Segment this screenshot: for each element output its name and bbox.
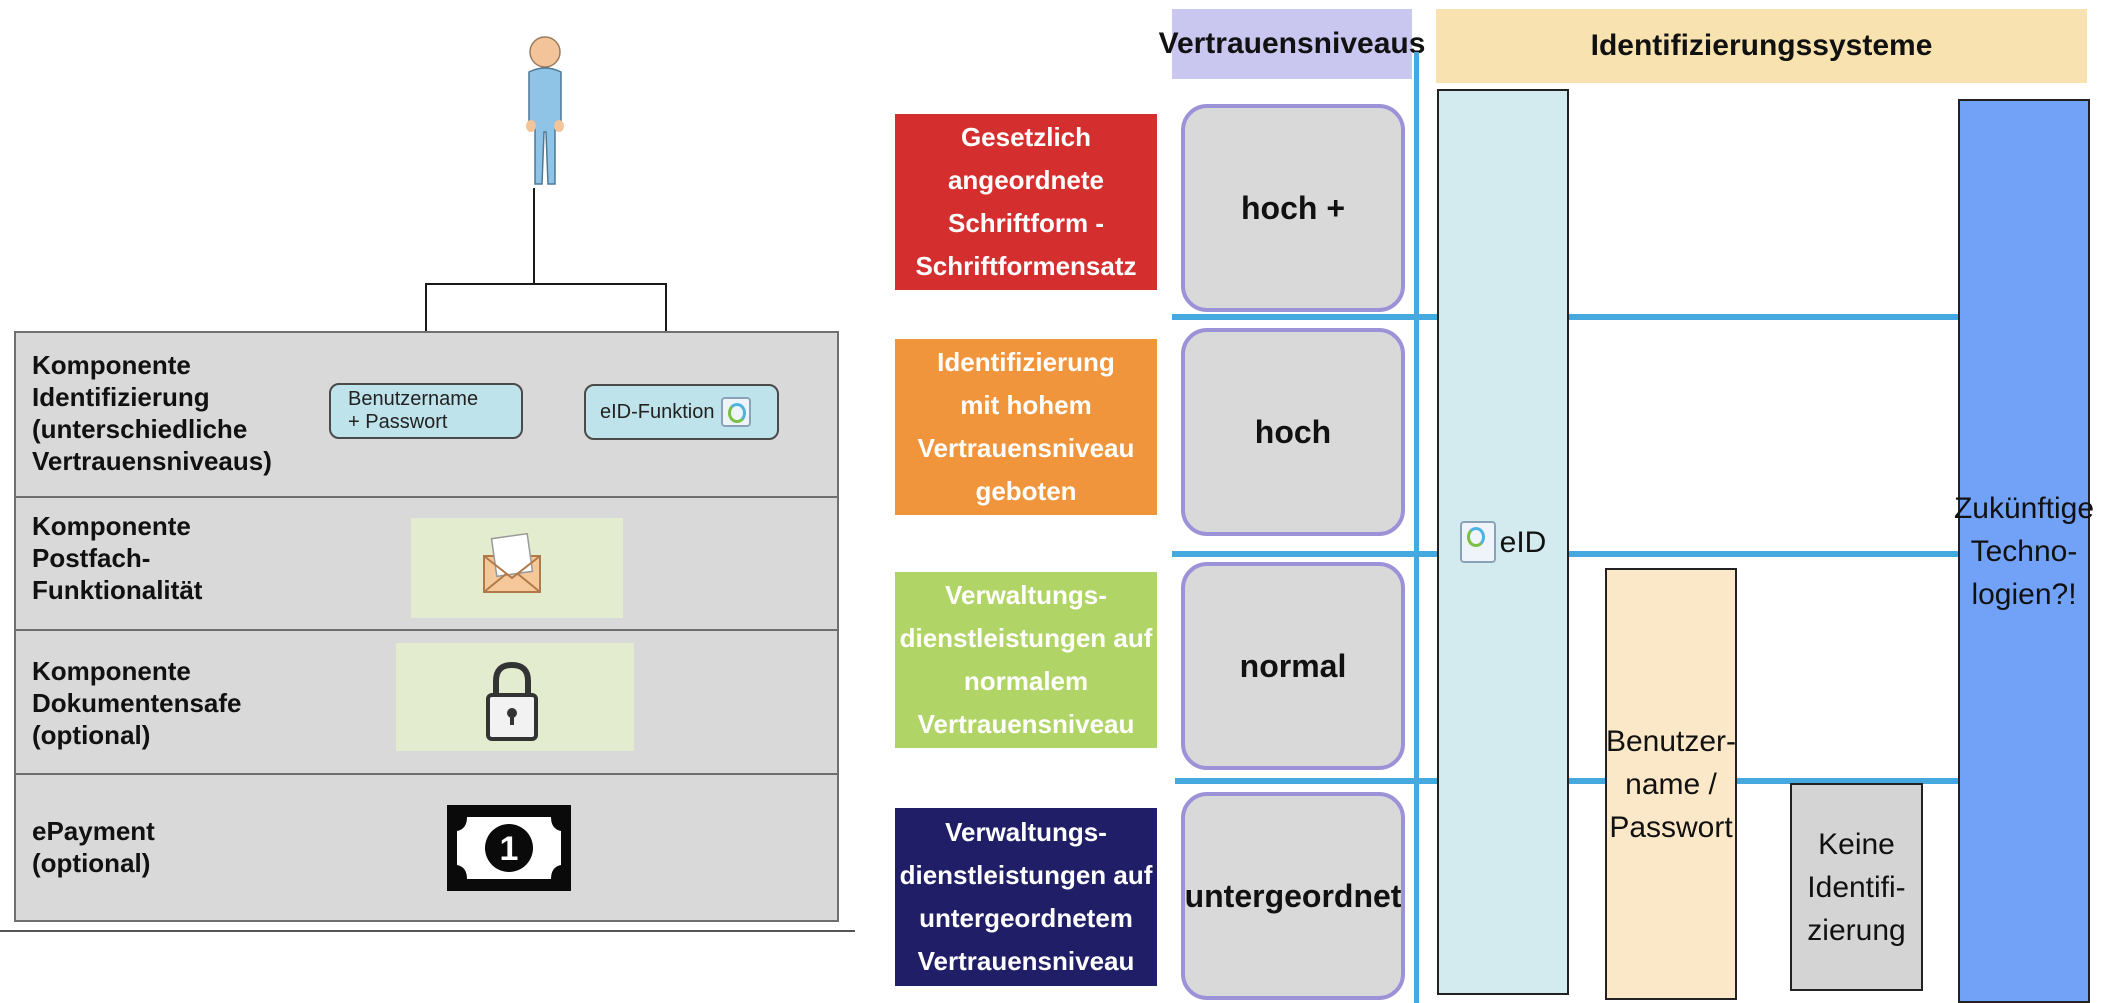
row-epayment: ePayment (optional) 1 xyxy=(14,773,839,922)
connector-vertical xyxy=(533,188,535,285)
row-label: Komponente Postfach- Funktionalität xyxy=(32,511,203,605)
category-normales-niveau: Verwaltungs- dienstleistungen auf normal… xyxy=(895,572,1157,748)
level-normal: normal xyxy=(1181,562,1405,770)
systems-header: Identifizierungssysteme xyxy=(1436,9,2087,83)
system-none: Keine Identifi- zierung xyxy=(1790,783,1923,991)
separator-vertical xyxy=(1414,52,1419,1003)
eid-logo-icon xyxy=(1459,521,1496,563)
category-untergeordnetes-niveau: Verwaltungs- dienstleistungen auf unterg… xyxy=(895,808,1157,986)
system-future: Zukünftige Techno- logien?! xyxy=(1954,99,2094,1003)
category-schriftform: Gesetzlich angeordnete Schriftform - Sch… xyxy=(895,114,1157,290)
eid-function-box: eID-Funktion xyxy=(584,384,779,440)
password-box: Benutzername + Passwort xyxy=(329,383,523,439)
row-label: Komponente Dokumentensafe (optional) xyxy=(32,656,242,750)
level-hoch-plus: hoch + xyxy=(1181,104,1405,312)
connector-horizontal xyxy=(425,283,667,285)
category-hohes-niveau: Identifizierung mit hohem Vertrauensnive… xyxy=(895,339,1157,515)
eid-function-label: eID-Funktion xyxy=(600,400,715,423)
banknote-icon: 1 xyxy=(447,805,571,891)
person-icon xyxy=(526,36,564,185)
system-eid-label: eID xyxy=(1499,525,1547,559)
row-dokumentensafe: Komponente Dokumentensafe (optional) xyxy=(14,629,839,775)
level-untergeordnet: untergeordnet xyxy=(1181,792,1405,1000)
envelope-icon xyxy=(483,532,541,593)
left-panel: Komponente Identifizierung (unterschiedl… xyxy=(0,0,860,1003)
connector-right-drop xyxy=(665,283,667,365)
system-eid: eID xyxy=(1437,89,1569,995)
padlock-icon xyxy=(486,661,538,741)
connector-left-drop xyxy=(425,283,427,365)
row-postfach: Komponente Postfach- Funktionalität xyxy=(14,496,839,631)
password-box-label: Benutzername + Passwort xyxy=(348,388,479,433)
row-label: ePayment (optional) xyxy=(32,816,155,878)
row-label: Komponente Identifizierung (unterschiedl… xyxy=(32,350,272,476)
bottom-underline xyxy=(0,930,855,932)
eid-logo-icon xyxy=(720,397,751,427)
banknote-digit: 1 xyxy=(500,830,519,868)
system-password: Benutzer- name / Passwort xyxy=(1605,568,1737,1000)
levels-header: Vertrauensniveaus xyxy=(1159,9,1425,79)
level-hoch: hoch xyxy=(1181,328,1405,536)
